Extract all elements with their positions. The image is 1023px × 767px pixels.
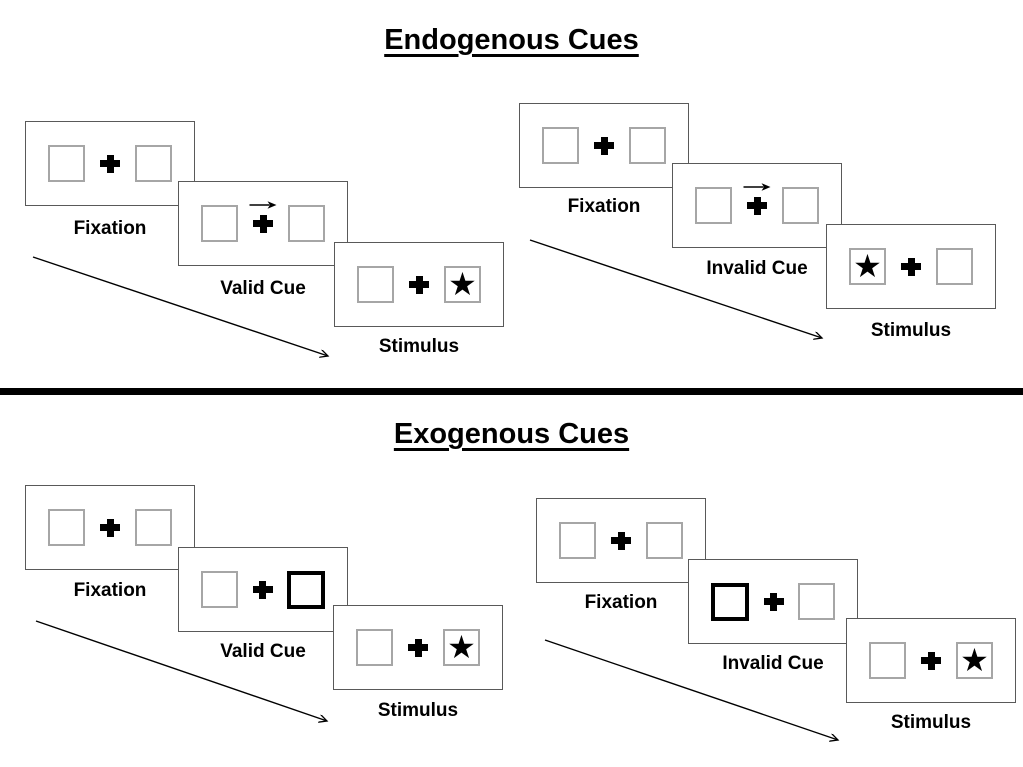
frame-label: Invalid Cue (722, 653, 824, 674)
right-placeholder-box (135, 509, 172, 546)
star-target-box: ★ (849, 248, 886, 285)
right-placeholder-box (936, 248, 973, 285)
left-placeholder-box (695, 187, 732, 224)
star-icon: ★ (448, 265, 477, 302)
highlighted-cue-box (287, 570, 325, 609)
star-target-box: ★ (444, 266, 481, 303)
sequence-arrow-endogenous-valid (32, 256, 328, 356)
fixation-cross-icon (901, 257, 921, 277)
fixation-frame (25, 485, 195, 570)
fixation-cross-icon (100, 518, 120, 538)
stimulus-frame: ★ (826, 224, 996, 309)
frame-label: Valid Cue (220, 641, 306, 662)
cue-arrow-right-icon (249, 200, 277, 209)
sequence-arrow-endogenous-invalid (529, 239, 822, 338)
fixation-cross-icon (100, 154, 120, 174)
stimulus-frame: ★ (333, 605, 503, 690)
left-placeholder-box (542, 127, 579, 164)
highlighted-cue-box (711, 582, 749, 621)
frame-label: Stimulus (377, 700, 459, 721)
frame-label: Fixation (73, 580, 147, 601)
fixation-frame (25, 121, 195, 206)
left-placeholder-box (869, 642, 906, 679)
fixation-frame (519, 103, 689, 188)
fixation-cross-icon (743, 182, 771, 216)
fixation-cross-icon (409, 275, 429, 295)
fixation-cross-icon (594, 136, 614, 156)
valid-cue-frame (178, 547, 348, 632)
right-placeholder-box (646, 522, 683, 559)
frame-label: Stimulus (870, 320, 952, 341)
star-target-box: ★ (956, 642, 993, 679)
stimulus-frame: ★ (846, 618, 1016, 703)
fixation-frame (536, 498, 706, 583)
left-placeholder-box (559, 522, 596, 559)
right-placeholder-box (782, 187, 819, 224)
invalid-cue-frame (672, 163, 842, 248)
frame-label: Fixation (567, 196, 641, 217)
exogenous-section-title: Exogenous Cues (393, 418, 630, 450)
frame-label: Stimulus (378, 336, 460, 357)
fixation-cross-icon (249, 200, 277, 234)
left-placeholder-box (201, 571, 238, 608)
fixation-cross-icon (611, 531, 631, 551)
section-divider (0, 388, 1023, 395)
sequence-arrow-exogenous-valid (35, 620, 327, 721)
fixation-cross-icon (921, 651, 941, 671)
frame-label: Valid Cue (220, 278, 306, 299)
frame-label: Fixation (73, 218, 147, 239)
fixation-cross-icon (252, 580, 273, 600)
frame-label: Stimulus (890, 712, 972, 733)
right-placeholder-box (135, 145, 172, 182)
endogenous-section-title: Endogenous Cues (384, 24, 639, 56)
left-placeholder-box (201, 205, 238, 242)
invalid-cue-frame (688, 559, 858, 644)
right-placeholder-box (798, 583, 835, 620)
star-icon: ★ (853, 247, 882, 284)
star-icon: ★ (960, 641, 989, 678)
right-placeholder-box (629, 127, 666, 164)
cue-arrow-right-icon (743, 182, 771, 191)
stimulus-frame: ★ (334, 242, 504, 327)
left-placeholder-box (48, 145, 85, 182)
star-icon: ★ (447, 628, 476, 665)
left-placeholder-box (357, 266, 394, 303)
frame-label: Invalid Cue (706, 258, 808, 279)
fixation-cross-icon (408, 638, 428, 658)
valid-cue-frame (178, 181, 348, 266)
frame-label: Fixation (584, 592, 658, 613)
left-placeholder-box (356, 629, 393, 666)
fixation-cross-icon (763, 592, 784, 612)
left-placeholder-box (48, 509, 85, 546)
star-target-box: ★ (443, 629, 480, 666)
right-placeholder-box (288, 205, 325, 242)
